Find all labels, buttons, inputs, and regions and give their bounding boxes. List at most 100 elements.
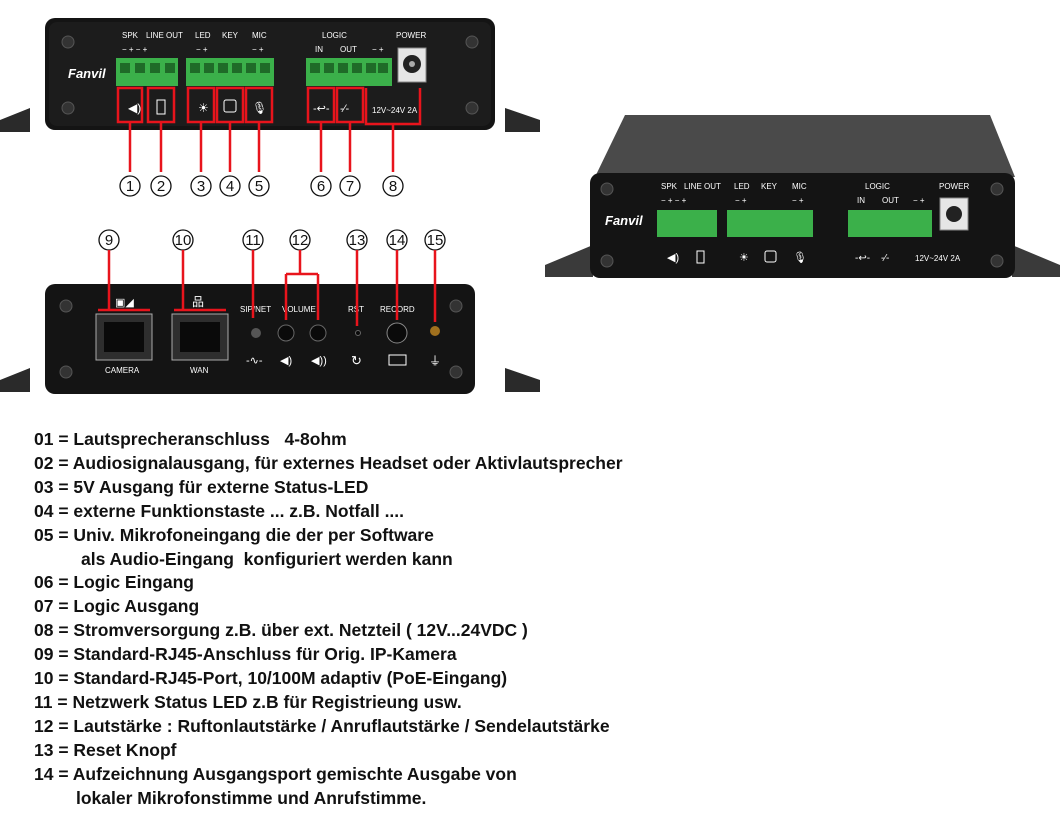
svg-text:− +: − + [792,196,804,205]
screw-icon [449,299,463,313]
legend-item-11: 11 = Netzwerk Status LED z.B für Registr… [34,691,462,712]
legend-item-10: 10 = Standard-RJ45-Port, 10/100M adaptiv… [34,668,508,689]
camera-icon: ▣◢ [115,297,134,309]
callout-7: 7 [346,178,354,195]
logic-in-icon: -↩- [313,103,330,115]
legend-item-12: 12 = Lautstärke : Ruftonlautstärke / Anr… [34,715,610,736]
legend-item-14: 14 = Aufzeichnung Ausgangsport gemischte… [34,763,517,784]
svg-text:− + − +: − + − + [661,196,687,205]
legend-item-01: 01 = Lautsprecheranschluss 4-8ohm [34,429,347,449]
svg-text:− + − +: − + − + [122,45,148,54]
label-voltage: 12V~24V 2A [915,254,961,263]
line-out-icon [156,99,166,115]
callout-12: 12 [292,232,309,249]
label-in: IN [315,45,323,54]
logic-in-icon: -↩- [855,253,870,264]
ground-icon: ⏚ [429,354,441,368]
device-body-back [45,284,475,394]
label-line-out: LINE OUT [146,31,183,40]
svg-text:− +: − + [196,45,208,54]
network-icon: 品 [192,295,204,309]
label-wan: WAN [190,366,209,375]
front-panel-diagram: Fanvil SPK LINE OUT LED KEY MIC LOGIC IN… [0,18,540,197]
label-camera: CAMERA [105,366,140,375]
legend-item-07: 07 = Logic Ausgang [34,596,200,617]
label-out: OUT [882,196,899,205]
device-top-surface [595,115,1015,177]
callout-3: 3 [197,178,205,195]
callout-5: 5 [255,178,263,195]
volume-down-button [277,324,295,342]
terminal-block-spk-lineout [116,58,178,86]
screw-icon [59,365,73,379]
volume-down-icon: ◀) [280,355,292,367]
logic-out-icon: -⁄- [881,253,889,264]
phone-key-icon [223,99,237,113]
callout-8: 8 [389,178,397,195]
label-key: KEY [222,31,239,40]
screw-icon [59,299,73,313]
label-key: KEY [761,182,778,191]
callout-markers-front: 1 2 3 4 5 6 7 8 [119,175,404,197]
callout-11: 11 [245,232,261,249]
status-led [251,328,261,338]
callout-13: 13 [349,232,366,249]
label-voltage: 12V~24V 2A [372,106,418,115]
mic-icon: 🎙 [252,101,267,115]
svg-text:− +: − + [252,45,264,54]
ground-screw [430,326,440,336]
label-led: LED [734,182,750,191]
legend-item-14-continued: lokaler Mikrofonstimme und Anrufstimme. [76,787,427,808]
speaker-icon: ◀) [128,101,141,115]
right-flange [505,108,540,132]
label-mic: MIC [252,31,267,40]
legend-item-13: 13 = Reset Knopf [34,739,177,760]
terminal-block [727,210,813,237]
svg-text:− +: − + [372,45,384,54]
speaker-icon: ◀) [667,252,679,264]
screw-icon [990,182,1004,196]
callout-10: 10 [175,232,192,249]
callout-9: 9 [105,232,113,249]
volume-up-button [309,324,327,342]
callout-highlights-back [98,250,437,326]
label-logic: LOGIC [322,31,347,40]
label-in: IN [857,196,865,205]
record-icon [388,354,407,366]
line-out-icon [696,250,705,264]
legend-item-02: 02 = Audiosignalausgang, für externes He… [34,452,623,473]
label-sip-net: SIP/NET [240,305,271,314]
legend-item-05: 05 = Univ. Mikrofoneingang die der per S… [34,524,434,545]
callout-1: 1 [126,178,134,195]
camera-port [95,313,153,361]
label-spk: SPK [122,31,139,40]
callout-markers-back: 9 10 11 12 13 14 15 [98,229,446,251]
screw-icon [465,101,479,115]
phone-key-icon [764,250,777,263]
record-jack [386,322,408,344]
left-flange [0,108,30,132]
bulb-icon: ☀ [198,101,209,115]
brand-logo: Fanvil [605,213,643,228]
reset-icon: ↻ [351,353,362,368]
label-spk: SPK [661,182,678,191]
svg-text:− +: − + [735,196,747,205]
legend-item-09: 09 = Standard-RJ45-Anschluss für Orig. I… [34,644,457,665]
callout-highlights [116,86,422,172]
power-jack [397,47,427,83]
wan-port [171,313,229,361]
label-logic: LOGIC [865,182,890,191]
callout-15: 15 [427,232,444,249]
label-power: POWER [396,31,426,40]
callout-4: 4 [226,178,234,195]
reset-pinhole [355,330,361,336]
back-panel-diagram: 9 10 11 12 13 14 15 ▣◢ 品 CAMERA WAN SIP/… [0,229,540,394]
label-volume: VOLUME [282,305,316,314]
logic-out-icon: -⁄- [340,103,350,115]
legend-item-06: 06 = Logic Eingang [34,572,194,593]
screw-icon [465,35,479,49]
volume-up-icon: ◀)) [311,355,327,367]
terminal-block [657,210,717,237]
screw-icon [600,182,614,196]
device-product-image: Fanvil SPK LINE OUT LED KEY MIC LOGIC IN… [545,115,1060,278]
